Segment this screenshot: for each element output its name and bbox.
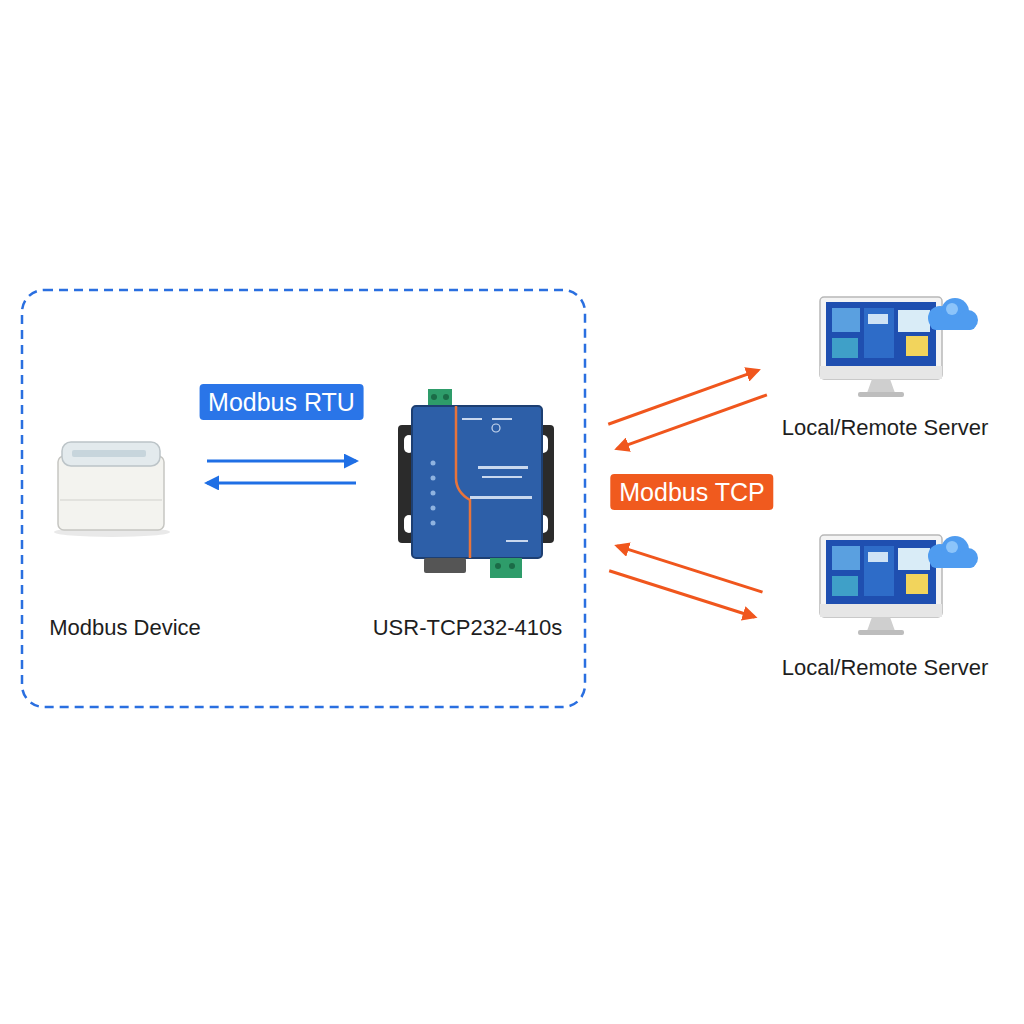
arrow-line (207, 481, 356, 484)
double-arrow (609, 546, 762, 617)
arrow-line (617, 546, 762, 592)
double-arrow (608, 370, 767, 448)
server-monitor (820, 535, 978, 635)
gateway-body (412, 406, 542, 558)
device-node: Modbus Device (45, 430, 205, 645)
arrow-line (617, 395, 767, 449)
printer-body (58, 456, 164, 530)
terminal-block (490, 558, 522, 578)
arrow-line (207, 459, 356, 462)
serial-port (424, 558, 466, 573)
status-leds (431, 461, 436, 526)
node-label: Local/Remote Server (782, 415, 989, 441)
double-arrow (207, 461, 356, 483)
terminal-screw (431, 394, 437, 400)
node-label: Local/Remote Server (782, 655, 989, 681)
node-label: USR-TCP232-410s (373, 615, 563, 641)
protocol-label: Modbus RTU (199, 384, 364, 420)
reset-button (492, 424, 500, 432)
group-border (22, 290, 585, 707)
arrow-line (609, 571, 754, 617)
accent-stripe (456, 406, 470, 558)
terminal-screw (443, 394, 449, 400)
printed-marks (462, 418, 532, 542)
protocol-label: Modbus TCP (610, 474, 773, 510)
printer-illustration (54, 442, 170, 537)
device-node: USR-TCP232-410s (360, 385, 575, 645)
terminal-screw (495, 563, 501, 569)
device-node: Local/Remote Server (770, 290, 1000, 445)
terminal-screw (509, 563, 515, 569)
server-monitor (820, 297, 978, 397)
arrow-line (608, 370, 758, 424)
gateway-illustration (398, 389, 554, 578)
paper-slot (72, 450, 146, 457)
device-node: Local/Remote Server (770, 525, 1000, 685)
node-label: Modbus Device (49, 615, 201, 641)
printer-seam (60, 499, 162, 501)
printer-lid (62, 442, 160, 466)
